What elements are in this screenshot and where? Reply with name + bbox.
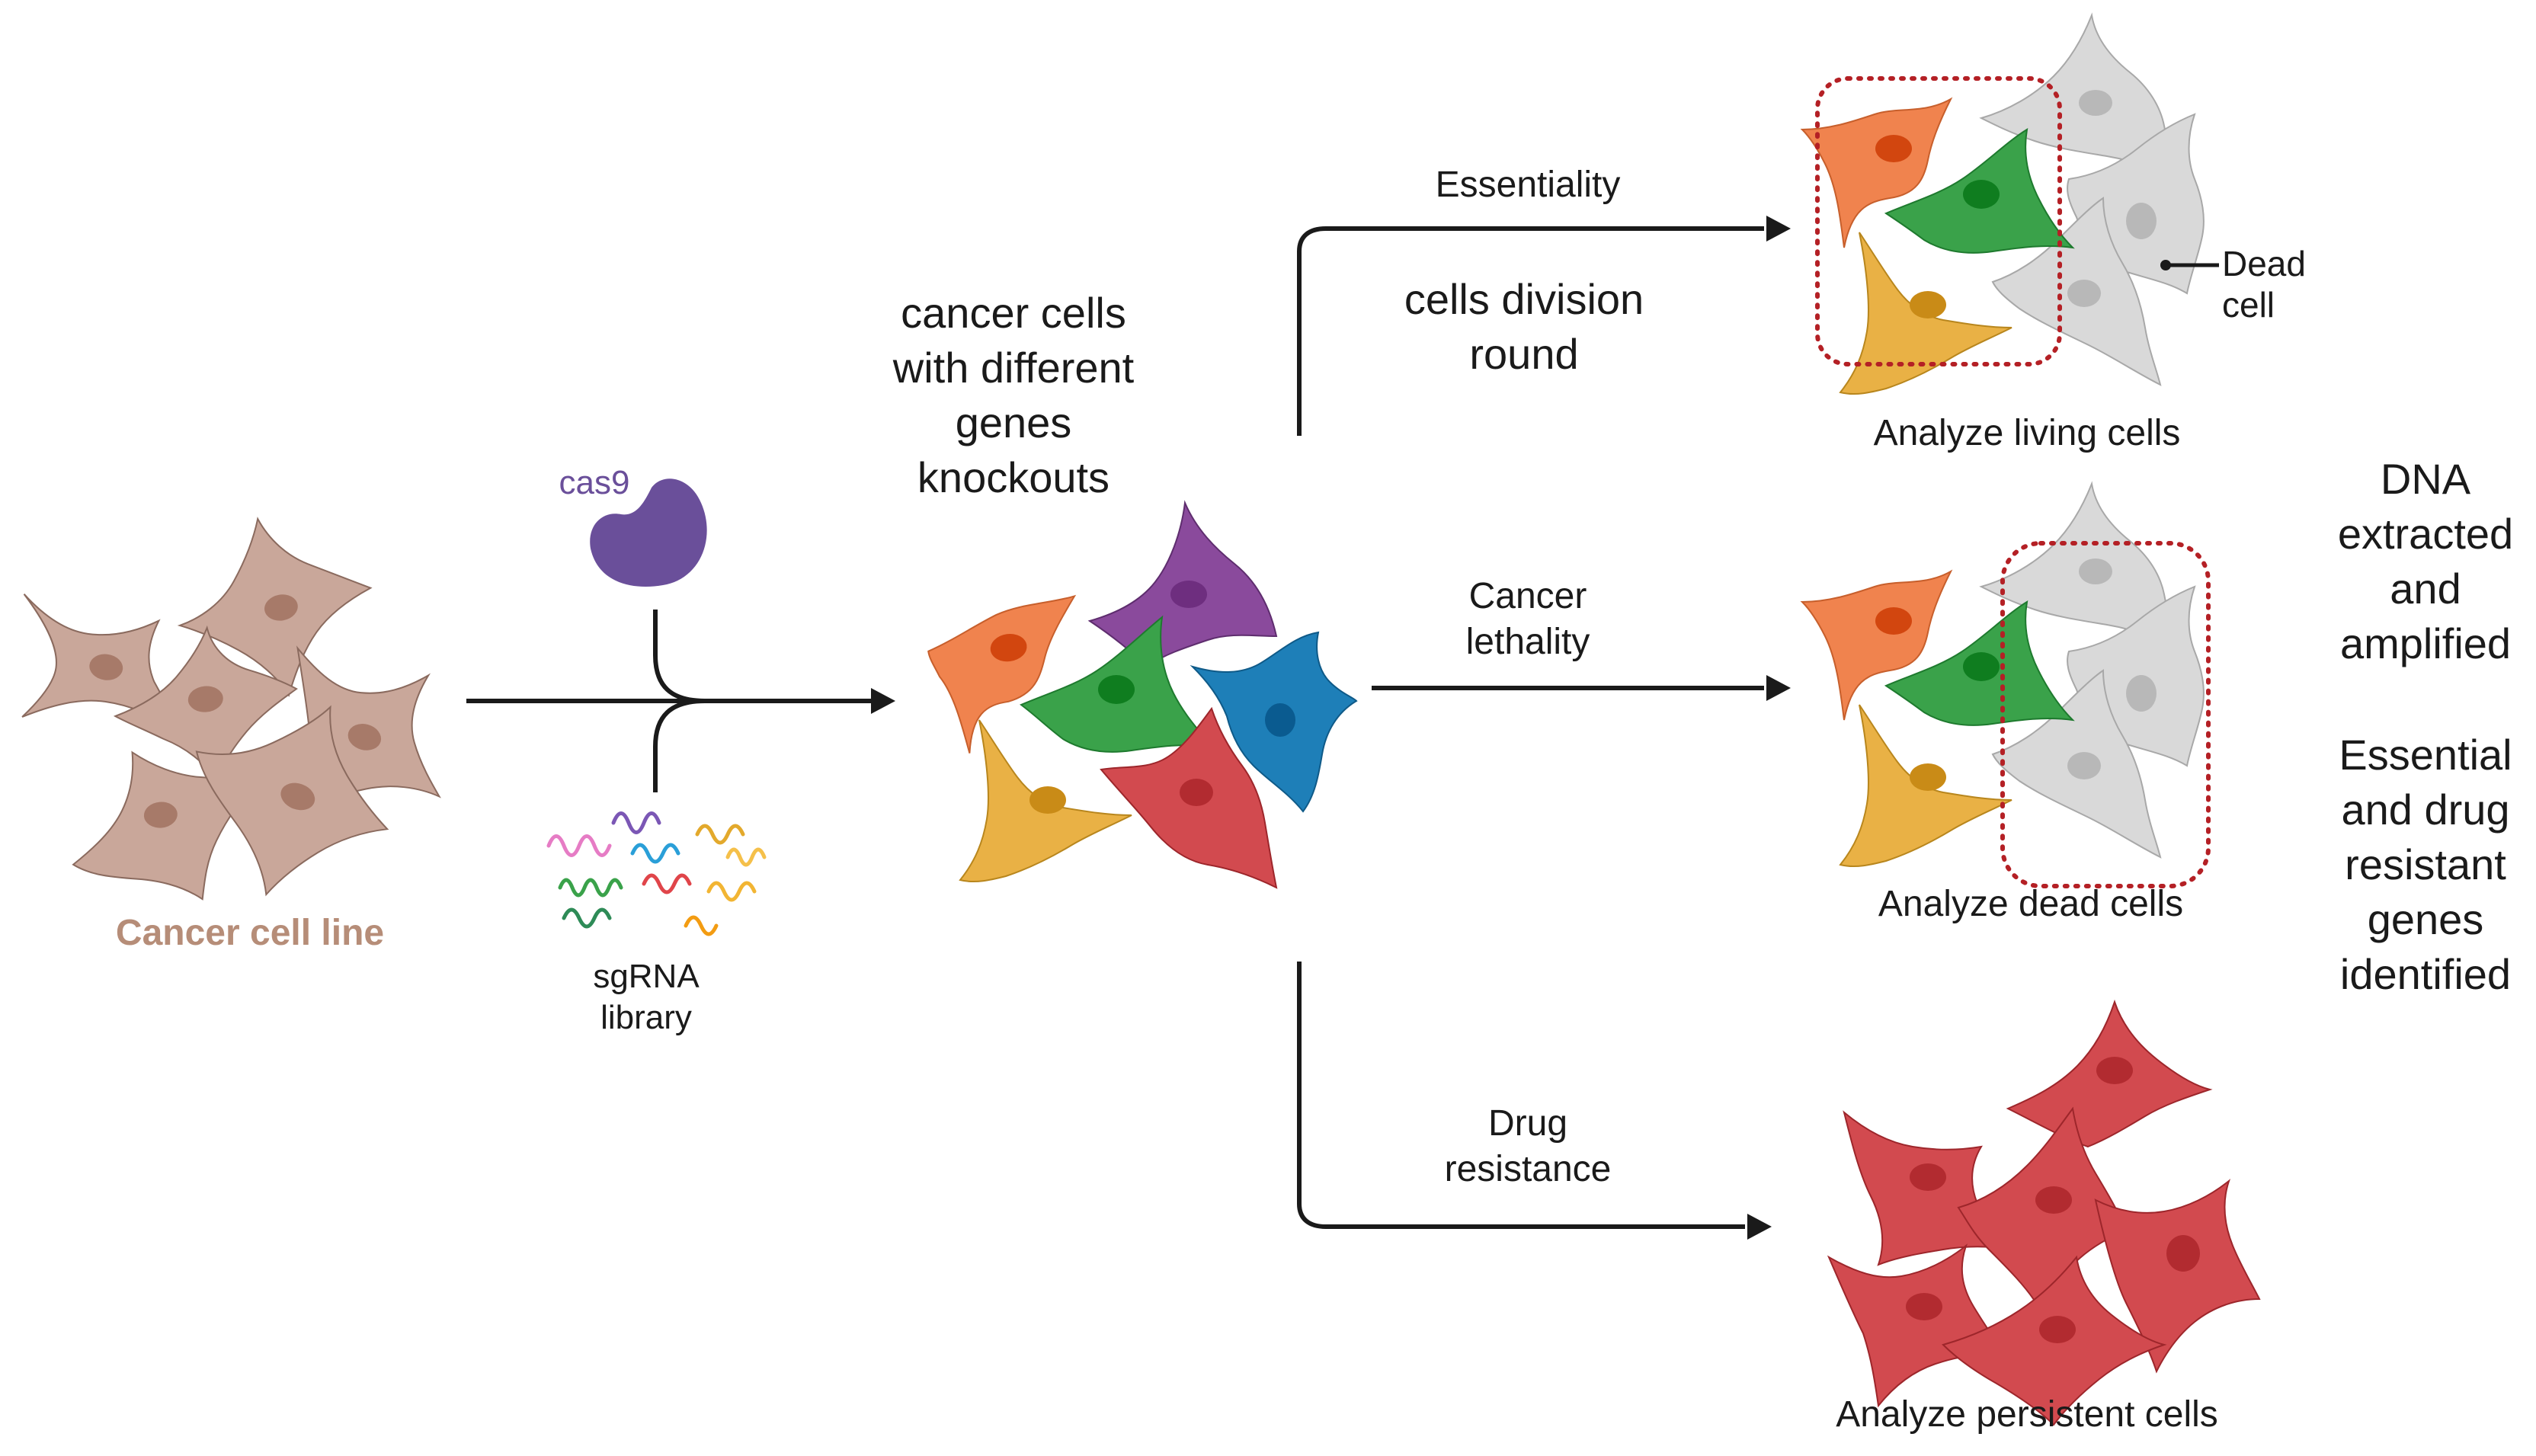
analyze-persistent-label: Analyze persistent cells (1836, 1394, 2218, 1435)
svg-text:amplified: amplified (2340, 619, 2511, 667)
division-label-line2: round (1469, 330, 1578, 378)
transduction-arrow (466, 610, 873, 792)
drug-label-line1: Drug (1488, 1103, 1567, 1144)
arrow-essentiality (1297, 226, 1764, 436)
drug-label-line2: resistance (1445, 1149, 1612, 1189)
dead-cells-selection-box (2000, 541, 2211, 888)
knockouts-label: cancer cells with different genes knocko… (892, 289, 1135, 501)
svg-text:and: and (2390, 565, 2461, 613)
dna-label: DNA extracted and amplified (2338, 455, 2513, 667)
essentiality-label: Essentiality (1436, 165, 1621, 205)
lethality-label-line2: lethality (1466, 622, 1590, 662)
transduction-arrowhead (871, 688, 895, 714)
arrowhead-essentiality (1766, 216, 1791, 242)
cas9-label: cas9 (559, 464, 630, 501)
svg-text:and drug: and drug (2341, 786, 2509, 834)
genes-identified-label: Essential and drug resistant genes ident… (2339, 731, 2512, 998)
cancer-cell-line-label: Cancer cell line (116, 913, 384, 953)
persistent-cells-cluster (1827, 999, 2261, 1426)
svg-text:identified: identified (2340, 950, 2511, 998)
analyze-dead-label: Analyze dead cells (1878, 884, 2183, 924)
svg-text:DNA: DNA (2381, 455, 2471, 503)
sgrna-label: sgRNA (593, 958, 700, 995)
svg-text:Essential: Essential (2339, 731, 2512, 779)
dead-cell-label-line2: cell (2222, 285, 2275, 325)
sgrna-library-icon (546, 811, 767, 936)
svg-text:knockouts: knockouts (917, 453, 1110, 501)
cancer-cell-line-cluster (21, 517, 441, 901)
svg-text:cancer cells: cancer cells (901, 289, 1126, 337)
svg-text:genes: genes (2368, 895, 2484, 943)
library-label: library (600, 999, 692, 1036)
lethality-label-line1: Cancer (1469, 576, 1587, 616)
living-cells-cluster (1800, 12, 2205, 395)
arrowhead-drug (1747, 1214, 1772, 1240)
division-label-line1: cells division (1404, 275, 1644, 323)
analyze-living-label: Analyze living cells (1874, 413, 2181, 453)
svg-text:resistant: resistant (2345, 840, 2506, 888)
svg-text:genes: genes (956, 398, 1072, 446)
arrowhead-lethality (1766, 675, 1791, 701)
cas9-protein-icon (590, 478, 707, 587)
svg-text:with different: with different (892, 344, 1135, 392)
knockout-cells-cluster (927, 500, 1358, 889)
dead-cell-label-line1: Dead (2222, 244, 2306, 283)
living-cells-selection-box (1815, 76, 2062, 366)
branch-arrows (1297, 226, 1764, 1229)
svg-text:extracted: extracted (2338, 510, 2513, 558)
arrow-drug (1297, 962, 1745, 1229)
dead-cells-cluster (1800, 481, 2205, 868)
